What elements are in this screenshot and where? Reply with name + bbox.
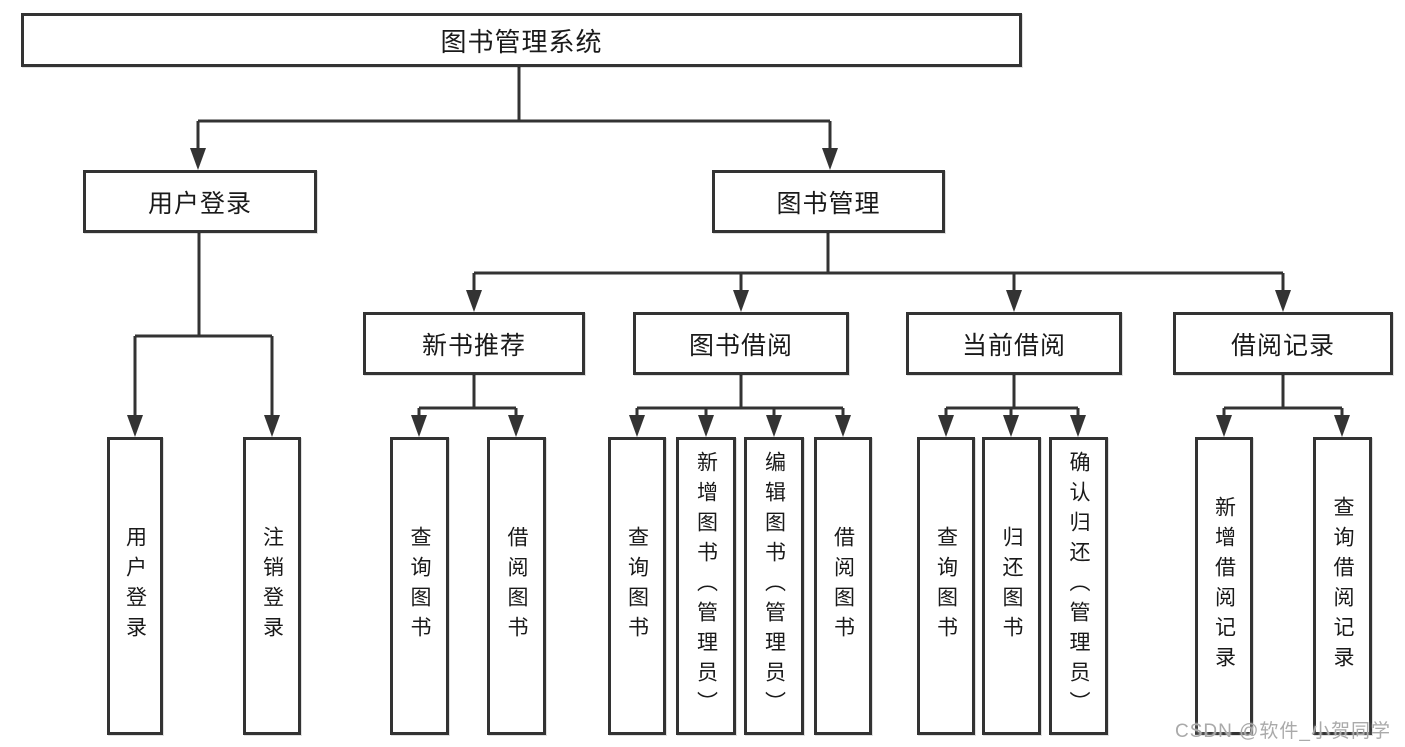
arrow-down-icon (629, 415, 645, 437)
arrow-down-icon (264, 415, 280, 437)
node-label: 图书管理 (776, 189, 881, 218)
leaf-label: 确认归还（管理员） (1067, 451, 1090, 721)
arrow-down-icon (411, 415, 427, 437)
node-borrow-records: 借阅记录 (1173, 312, 1393, 375)
arrow-down-icon (733, 290, 749, 312)
leaf-label: 查询图书 (408, 526, 431, 646)
node-root-label: 图书管理系统 (440, 26, 603, 57)
node-current-borrowing: 当前借阅 (906, 312, 1122, 375)
leaf-label: 用户登录 (123, 526, 147, 646)
node-book-management: 图书管理 (712, 170, 945, 233)
arrow-down-icon (1334, 415, 1350, 437)
leaf-label: 查询图书 (934, 526, 958, 646)
arrow-down-icon (938, 415, 954, 437)
arrow-down-icon (766, 415, 782, 437)
node-label: 新书推荐 (421, 331, 526, 360)
arrow-down-icon (1003, 415, 1019, 437)
csdn-watermark: CSDN @软件_小贺同学 (1175, 721, 1391, 742)
leaf-logout: 注销登录 (243, 437, 301, 735)
node-root-system: 图书管理系统 (21, 13, 1022, 67)
leaf-edit-books-admin: 编辑图书（管理员） (744, 437, 804, 735)
leaf-add-borrow-record: 新增借阅记录 (1195, 437, 1253, 735)
arrow-down-icon (822, 148, 838, 170)
arrow-down-icon (190, 148, 206, 170)
leaf-label: 借阅图书 (831, 526, 855, 646)
leaf-return-books: 归还图书 (982, 437, 1041, 735)
arrow-down-icon (466, 290, 482, 312)
arrow-down-icon (1216, 415, 1232, 437)
arrow-down-icon (1006, 290, 1022, 312)
arrow-down-icon (127, 415, 143, 437)
leaf-query-books-3: 查询图书 (917, 437, 975, 735)
node-book-borrowing: 图书借阅 (633, 312, 849, 375)
leaf-label: 查询借阅记录 (1331, 496, 1354, 676)
node-user-login: 用户登录 (83, 170, 317, 233)
leaf-borrow-books-1: 借阅图书 (487, 437, 546, 735)
leaf-user-login: 用户登录 (107, 437, 163, 735)
node-label: 用户登录 (147, 189, 252, 218)
leaf-label: 新增借阅记录 (1212, 496, 1236, 676)
leaf-label: 编辑图书（管理员） (762, 451, 786, 721)
leaf-label: 查询图书 (625, 526, 649, 646)
node-label: 借阅记录 (1230, 331, 1335, 360)
arrow-down-icon (1275, 290, 1291, 312)
leaf-query-books-1: 查询图书 (390, 437, 449, 735)
leaf-query-books-2: 查询图书 (608, 437, 666, 735)
node-label: 当前借阅 (961, 331, 1066, 360)
leaf-confirm-return-admin: 确认归还（管理员） (1049, 437, 1108, 735)
leaf-borrow-books-2: 借阅图书 (814, 437, 872, 735)
node-label: 图书借阅 (688, 331, 793, 360)
arrow-down-icon (1070, 415, 1086, 437)
arrow-down-icon (698, 415, 714, 437)
node-new-book-recommend: 新书推荐 (363, 312, 585, 375)
leaf-label: 新增图书（管理员） (694, 451, 718, 721)
arrow-down-icon (508, 415, 524, 437)
leaf-query-borrow-record: 查询借阅记录 (1313, 437, 1372, 735)
arrow-down-icon (835, 415, 851, 437)
leaf-label: 注销登录 (260, 526, 284, 646)
leaf-label: 归还图书 (1000, 526, 1023, 646)
leaf-add-books-admin: 新增图书（管理员） (676, 437, 736, 735)
leaf-label: 借阅图书 (505, 526, 528, 646)
